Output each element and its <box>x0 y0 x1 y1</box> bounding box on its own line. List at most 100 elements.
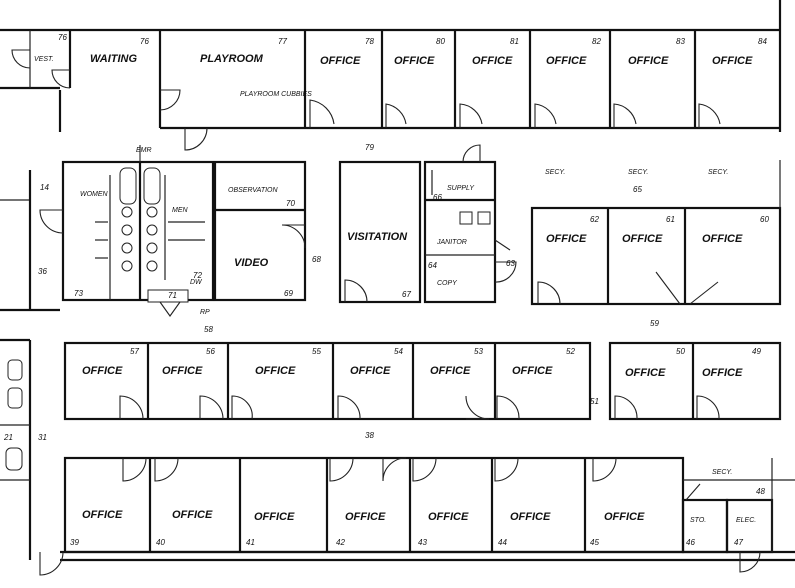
label-office-61: OFFICE <box>622 233 663 245</box>
label-rp: RP <box>200 309 210 316</box>
label-office-81: OFFICE <box>472 55 513 67</box>
room-number: 49 <box>752 347 761 356</box>
label-secy-3: SECY. <box>708 169 728 176</box>
label-office-42: OFFICE <box>345 511 386 523</box>
room-number: 48 <box>756 487 765 496</box>
label-playroom-cubbies: PLAYROOM CUBBIES <box>240 91 312 98</box>
room-number: 41 <box>246 538 255 547</box>
room-number: 57 <box>130 347 139 356</box>
room-number: 45 <box>590 538 599 547</box>
room-number: 76 <box>140 37 149 46</box>
room-number: 81 <box>510 37 519 46</box>
label-copy: COPY <box>437 280 458 287</box>
label-office-84: OFFICE <box>712 55 753 67</box>
lower-middle-doors <box>119 395 720 420</box>
room-number: 51 <box>590 397 599 406</box>
room-number: 14 <box>40 183 49 192</box>
lower-middle-rooms <box>0 338 782 421</box>
top-row-doors <box>11 49 721 151</box>
label-visitation: VISITATION <box>347 231 408 243</box>
exterior-walls <box>0 0 795 562</box>
room-number: 66 <box>433 193 442 202</box>
room-number: 58 <box>204 325 213 334</box>
label-video: VIDEO <box>234 257 269 269</box>
label-office-50: OFFICE <box>625 367 666 379</box>
room-number: 53 <box>474 347 483 356</box>
room-number: 47 <box>734 538 743 547</box>
label-office-44: OFFICE <box>510 511 551 523</box>
room-number: 82 <box>592 37 601 46</box>
label-janitor: JANITOR <box>436 239 467 246</box>
label-office-83: OFFICE <box>628 55 669 67</box>
room-number: 50 <box>676 347 685 356</box>
room-number: 76 <box>58 33 67 42</box>
middle-core-doors <box>39 144 719 317</box>
label-office-54: OFFICE <box>350 365 391 377</box>
room-number: 44 <box>498 538 507 547</box>
room-number: 80 <box>436 37 445 46</box>
label-emr: EMR <box>136 147 152 154</box>
label-office-53: OFFICE <box>430 365 471 377</box>
label-secy-2: SECY. <box>628 169 648 176</box>
label-office-78: OFFICE <box>320 55 361 67</box>
label-office-82: OFFICE <box>546 55 587 67</box>
room-number: 77 <box>278 37 287 46</box>
room-labels: VEST. WAITING PLAYROOM PLAYROOM CUBBIES … <box>34 53 756 524</box>
label-office-43: OFFICE <box>428 511 469 523</box>
room-number: 70 <box>286 199 295 208</box>
room-number: 63 <box>506 259 515 268</box>
label-secy-1: SECY. <box>545 169 565 176</box>
label-women: WOMEN <box>80 191 109 198</box>
room-number: 21 <box>3 433 13 442</box>
room-number: 67 <box>402 290 411 299</box>
room-number: 79 <box>365 143 374 152</box>
room-numbers: 76 76 77 78 80 81 82 83 84 79 14 73 72 7… <box>3 33 769 547</box>
room-number: 42 <box>336 538 345 547</box>
label-office-45: OFFICE <box>604 511 645 523</box>
room-number: 56 <box>206 347 215 356</box>
room-number: 84 <box>758 37 767 46</box>
bottom-row-rooms <box>63 456 795 554</box>
room-number: 60 <box>760 215 769 224</box>
room-number: 62 <box>590 215 599 224</box>
label-elec: ELEC. <box>736 517 756 524</box>
room-number: 54 <box>394 347 403 356</box>
label-playroom: PLAYROOM <box>200 53 264 65</box>
middle-core-rooms <box>61 160 782 306</box>
room-number: 40 <box>156 538 165 547</box>
label-observation: OBSERVATION <box>228 187 278 194</box>
left-restroom-fixtures <box>0 359 30 481</box>
room-number: 65 <box>633 185 642 194</box>
label-office-62: OFFICE <box>546 233 587 245</box>
label-office-55: OFFICE <box>255 365 296 377</box>
room-number: 64 <box>428 261 437 270</box>
top-row-rooms <box>29 30 780 130</box>
label-office-57: OFFICE <box>82 365 123 377</box>
room-number: 59 <box>650 319 659 328</box>
room-number: 61 <box>666 215 675 224</box>
room-number: 31 <box>38 433 47 442</box>
room-number: 43 <box>418 538 427 547</box>
room-number: 83 <box>676 37 685 46</box>
label-office-60: OFFICE <box>702 233 743 245</box>
label-office-56: OFFICE <box>162 365 203 377</box>
room-number: 55 <box>312 347 321 356</box>
room-number: 71 <box>168 291 177 300</box>
label-waiting: WAITING <box>90 53 137 65</box>
room-number: 46 <box>686 538 695 547</box>
label-secy-4: SECY. <box>712 469 732 476</box>
label-sto: STO. <box>690 517 706 524</box>
label-office-52: OFFICE <box>512 365 553 377</box>
label-office-49: OFFICE <box>702 367 743 379</box>
label-men: MEN <box>172 207 189 214</box>
label-supply: SUPPLY <box>447 185 475 192</box>
room-number: 72 <box>193 271 202 280</box>
label-office-41: OFFICE <box>254 511 295 523</box>
room-number: 36 <box>38 267 47 276</box>
room-number: 39 <box>70 538 79 547</box>
label-dw: DW <box>190 279 203 286</box>
label-office-40: OFFICE <box>172 509 213 521</box>
room-number: 73 <box>74 289 83 298</box>
room-number: 69 <box>284 289 293 298</box>
